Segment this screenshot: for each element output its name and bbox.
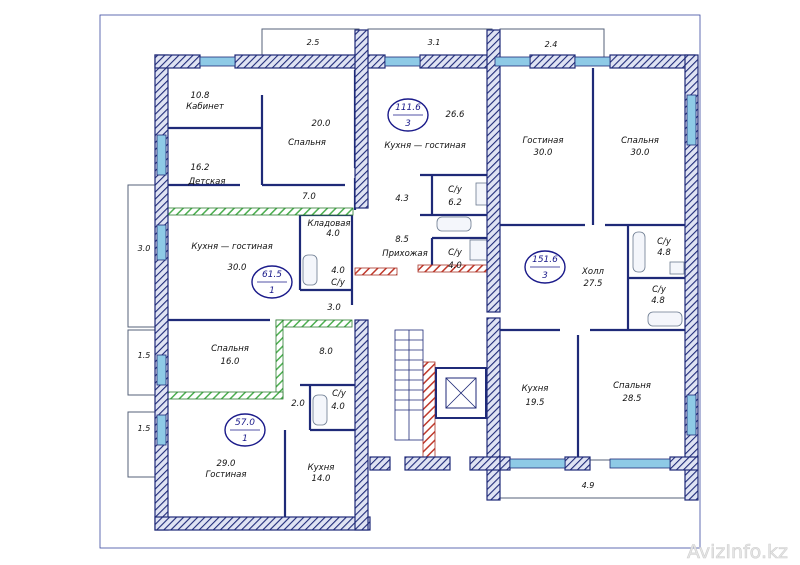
room-name: Спальня xyxy=(288,138,326,148)
apartment-circle-111 xyxy=(387,98,429,132)
room-area: 20.0 xyxy=(312,119,331,129)
room-area: 19.5 xyxy=(526,398,545,408)
red-hatch-left xyxy=(354,267,398,276)
room-name: Кухня — гостиная xyxy=(191,242,272,252)
balcony-dimensions: 2.5 3.1 2.4 3.0 1.5 1.5 4.9 xyxy=(138,38,595,490)
room-name: Кладовая xyxy=(307,219,350,229)
room-name: С/у xyxy=(332,389,347,399)
balcony-left-bottom xyxy=(127,411,159,478)
apartment-area-4: 151.6 xyxy=(532,255,558,265)
room-area: 16.0 xyxy=(221,357,240,367)
balcony-area: 4.9 xyxy=(582,481,595,490)
green-hatch-top xyxy=(167,207,354,216)
staircase xyxy=(394,329,424,441)
room-area: 4.0 xyxy=(331,402,345,412)
apartment-rooms-1: 3 xyxy=(405,119,411,129)
room-area: 4.3 xyxy=(395,194,409,204)
room-name: С/у xyxy=(448,248,463,258)
apartment-circle-151 xyxy=(524,250,566,284)
green-hatch-right xyxy=(275,319,353,328)
room-name: Спальня xyxy=(621,136,659,146)
room-area: 28.5 xyxy=(623,394,642,404)
room-area: 30.0 xyxy=(534,148,553,158)
room-area: 27.5 xyxy=(584,279,603,289)
room-name: Гостиная xyxy=(206,470,247,480)
page-frame xyxy=(99,14,701,549)
apartment-circle-61 xyxy=(251,265,293,299)
room-area: 29.0 xyxy=(217,459,236,469)
room-area: 7.0 xyxy=(302,192,316,202)
room-name: С/у xyxy=(657,237,672,247)
room-name: Прихожая xyxy=(382,249,428,259)
balcony-area: 2.5 xyxy=(307,38,320,47)
room-labels: 10.8 Кабинет 20.0 Спальня 26.6 Кухня — г… xyxy=(186,91,672,484)
apartment-rooms-4: 3 xyxy=(542,271,548,281)
apartment-circle-57 xyxy=(224,413,266,447)
room-area: 14.0 xyxy=(312,474,331,484)
room-area: 4.8 xyxy=(651,296,665,306)
room-area: 8.5 xyxy=(395,235,409,245)
apartment-area-2: 61.5 xyxy=(262,270,282,280)
room-area: 4.0 xyxy=(448,261,462,271)
room-name: С/у xyxy=(652,285,667,295)
room-name: Кухня — гостиная xyxy=(384,141,465,151)
room-name: Кабинет xyxy=(186,102,225,112)
room-area: 26.6 xyxy=(446,110,466,120)
room-area: 2.0 xyxy=(291,399,305,409)
room-area: 4.0 xyxy=(331,266,345,276)
balcony-area: 2.4 xyxy=(545,40,558,49)
room-area: 4.0 xyxy=(326,229,340,239)
balcony-area: 3.1 xyxy=(428,38,441,47)
apartment-area-1: 111.6 xyxy=(395,103,421,113)
apartment-rooms-3: 1 xyxy=(242,434,248,444)
room-name: С/у xyxy=(448,185,463,195)
windows xyxy=(156,56,697,469)
apartment-dividers xyxy=(230,114,560,431)
exterior-walls xyxy=(154,29,699,531)
room-area: 6.2 xyxy=(448,198,462,208)
balcony-left-top xyxy=(127,184,159,328)
apartment-rooms-2: 1 xyxy=(269,286,275,296)
apartment-area-3: 57.0 xyxy=(235,418,255,428)
balcony-left-mid xyxy=(127,329,159,396)
room-name: Кухня xyxy=(522,384,549,394)
green-hatch-vertical xyxy=(275,319,284,399)
room-area: 8.0 xyxy=(319,347,333,357)
room-area: 10.8 xyxy=(191,91,211,101)
room-area: 16.2 xyxy=(191,163,210,173)
room-name: Спальня xyxy=(613,381,651,391)
room-area: 4.8 xyxy=(657,248,671,258)
room-area: 3.0 xyxy=(327,303,341,313)
room-name: Гостиная xyxy=(523,136,564,146)
room-name: С/у xyxy=(331,278,346,288)
apartment-markers xyxy=(224,98,566,447)
room-name: Детская xyxy=(188,177,226,187)
red-hatch-shaft xyxy=(422,361,436,458)
watermark: AvizInfo.kz xyxy=(687,541,788,563)
green-hatch-bottom xyxy=(167,391,284,400)
elevator xyxy=(435,367,487,419)
balcony-area: 1.5 xyxy=(138,424,151,433)
room-name: Кухня xyxy=(308,463,335,473)
room-area: 30.0 xyxy=(228,263,247,273)
room-area: 30.0 xyxy=(631,148,650,158)
balcony-area: 3.0 xyxy=(138,244,151,253)
bath-fixtures xyxy=(302,182,685,426)
balcony-area: 1.5 xyxy=(138,351,151,360)
room-name: Спальня xyxy=(211,344,249,354)
room-name: Холл xyxy=(581,267,604,277)
partitions xyxy=(168,68,690,520)
